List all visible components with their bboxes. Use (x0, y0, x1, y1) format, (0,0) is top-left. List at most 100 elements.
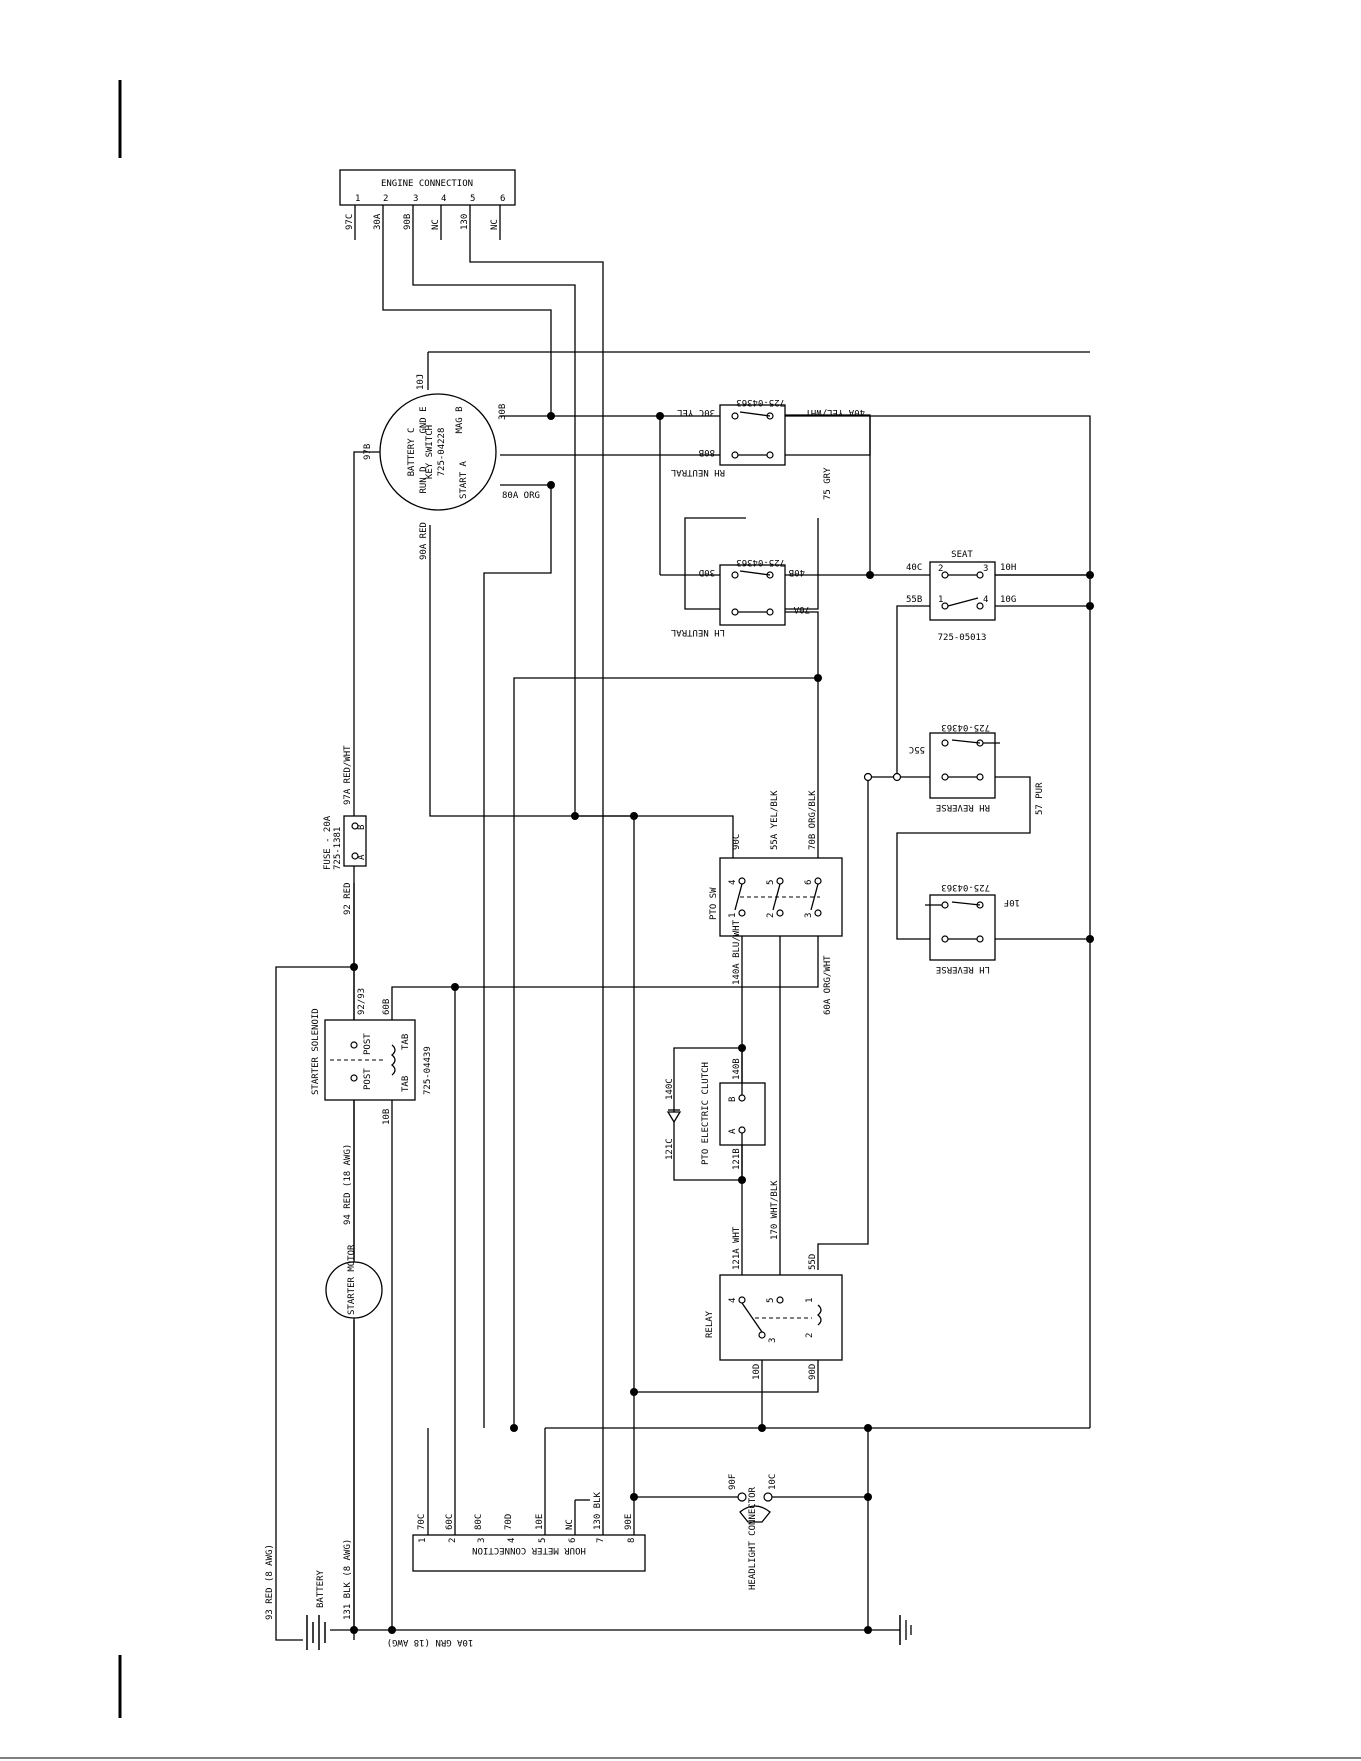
relay-pin-3: 3 (768, 1338, 778, 1343)
label-70a: 70A (793, 604, 810, 614)
label-60b: 60B (382, 999, 392, 1015)
label-30b: 30B (498, 404, 508, 420)
rh-reverse-switch: RH REVERSE 725-04363 (929, 722, 1000, 812)
key-terminal-mag: MAG B (455, 406, 465, 433)
hm-pin-3: 3 (477, 1538, 487, 1543)
headlight-label: HEADLIGHT CONNECTOR (748, 1486, 758, 1590)
engine-wire-nc-1: NC (431, 219, 441, 230)
seat-part: 725-05013 (938, 633, 987, 643)
label-40a: 40A YEL/WHT (805, 407, 865, 417)
lh-neutral-label: LH NEUTRAL (671, 627, 725, 637)
seat-pin-2: 2 (938, 564, 943, 574)
starter-motor: STARTER MOTOR (325, 1244, 383, 1319)
engine-pin-1: 1 (355, 194, 360, 204)
rh-reverse-label: RH REVERSE (936, 802, 990, 812)
headlight-connector: HEADLIGHT CONNECTOR (737, 1486, 773, 1590)
key-switch-title: KEY SWITCH (425, 425, 435, 479)
label-55a: 55A YEL/BLK (770, 790, 780, 850)
solenoid-part: 725-04439 (423, 1046, 433, 1095)
engine-wire-90b: 90B (403, 214, 413, 230)
seat-switch: SEAT 725-05013 2 3 1 4 (929, 550, 996, 643)
label-10f: 10F (1004, 897, 1020, 907)
engine-wire-97c: 97C (345, 214, 355, 230)
label-10d: 10D (752, 1364, 762, 1380)
clutch-terminal-b: B (728, 1097, 738, 1102)
label-90d: 90D (808, 1364, 818, 1380)
label-10h: 10H (1000, 563, 1016, 573)
label-10j: 10J (416, 374, 426, 390)
hm-wire-80c: 80C (474, 1514, 484, 1530)
hm-pin-2: 2 (448, 1538, 458, 1543)
label-30c: 30C YEL (677, 407, 715, 417)
hm-pin-4: 4 (507, 1538, 517, 1543)
wires (275, 203, 1091, 1641)
lh-neutral-switch: LH NEUTRAL 725-04363 (671, 557, 786, 637)
label-131: 131 BLK (8 AWG) (343, 1539, 353, 1620)
hm-pin-1: 1 (418, 1538, 428, 1543)
pto-switch: PTO SW 4 5 6 1 2 3 (709, 857, 843, 937)
label-40c: 40C (906, 563, 922, 573)
pto-pin-6: 6 (804, 880, 814, 885)
fuse-terminal-b: B (357, 825, 367, 830)
key-terminal-run: RUN D (419, 466, 429, 493)
label-90f: 90F (728, 1474, 738, 1490)
rh-neutral-label: RH NEUTRAL (671, 467, 725, 477)
label-170: 170 WHT/BLK (770, 1180, 780, 1240)
label-121b: 121B (732, 1148, 742, 1170)
solenoid-tab-bottom: TAB (401, 1076, 411, 1092)
hm-pin-8: 8 (627, 1538, 637, 1543)
solenoid-tab-top: TAB (401, 1034, 411, 1050)
engine-connection-title: ENGINE CONNECTION (381, 179, 473, 189)
seat-pin-1: 1 (938, 595, 943, 605)
key-terminal-battery: BATTERY C (407, 428, 417, 477)
engine-pin-6: 6 (500, 194, 505, 204)
label-80a: 80A ORG (502, 491, 540, 501)
rh-neutral-switch: RH NEUTRAL 725-04363 (671, 397, 786, 477)
label-97a: 97A RED/WHT (343, 745, 353, 805)
engine-wire-nc-2: NC (490, 219, 500, 230)
wire-labels: 30B 80A ORG 97B 10J 90A RED 30C YEL 40A … (265, 374, 1045, 1647)
hm-wire-90e: 90E (624, 1514, 634, 1530)
fuse-label: FUSE - 20A (323, 815, 333, 870)
engine-pin-2: 2 (383, 194, 388, 204)
label-75: 75 GRY (823, 467, 833, 500)
lh-reverse-part: 725-04363 (941, 882, 990, 892)
starter-solenoid: STARTER SOLENOID 725-04439 POST POST TAB… (311, 1008, 433, 1101)
relay-pin-2: 2 (805, 1333, 815, 1338)
relay-label: RELAY (705, 1310, 715, 1338)
label-9293: 92/93 (357, 988, 367, 1015)
seat-label: SEAT (951, 550, 973, 560)
hm-wire-70d: 70D (504, 1514, 514, 1530)
hm-wire-nc: NC (565, 1519, 575, 1530)
relay: RELAY 4 5 3 1 2 (705, 1274, 843, 1361)
rh-reverse-part: 725-04363 (941, 722, 990, 732)
solenoid-post-bottom: POST (363, 1068, 373, 1090)
fuse-part: 725-1381 (333, 827, 343, 870)
label-140c: 140C (665, 1078, 675, 1100)
label-40b: 40B (789, 567, 805, 577)
solenoid-post-top: POST (363, 1033, 373, 1055)
engine-pin-5: 5 (470, 194, 475, 204)
label-10b: 10B (382, 1109, 392, 1125)
hm-pin-7: 7 (596, 1538, 606, 1543)
engine-wire-130: 130 (460, 214, 470, 230)
label-140b: 140B (732, 1058, 742, 1080)
label-94: 94 RED (18 AWG) (343, 1144, 353, 1225)
lh-reverse-switch: LH REVERSE 725-04363 (925, 882, 996, 974)
seat-pin-3: 3 (983, 564, 988, 574)
hm-wire-130blk: 130 BLK (593, 1491, 603, 1530)
label-140a: 140A BLU/WHT (732, 919, 742, 985)
key-switch: KEY SWITCH 725-04228 BATTERY C GND E MAG… (379, 393, 497, 511)
engine-pin-3: 3 (413, 194, 418, 204)
pto-pin-5: 5 (766, 880, 776, 885)
label-10a: 10A GRN (18 AWG) (387, 1637, 474, 1647)
label-10c: 10C (768, 1474, 778, 1490)
ground-icon (899, 1615, 912, 1645)
label-55c: 55C (909, 744, 925, 754)
rh-neutral-part: 725-04363 (736, 397, 785, 407)
label-92: 92 RED (343, 882, 353, 915)
hm-wire-10e: 10E (535, 1514, 545, 1530)
key-switch-part: 725-04228 (437, 428, 447, 477)
seat-pin-4: 4 (983, 595, 988, 605)
